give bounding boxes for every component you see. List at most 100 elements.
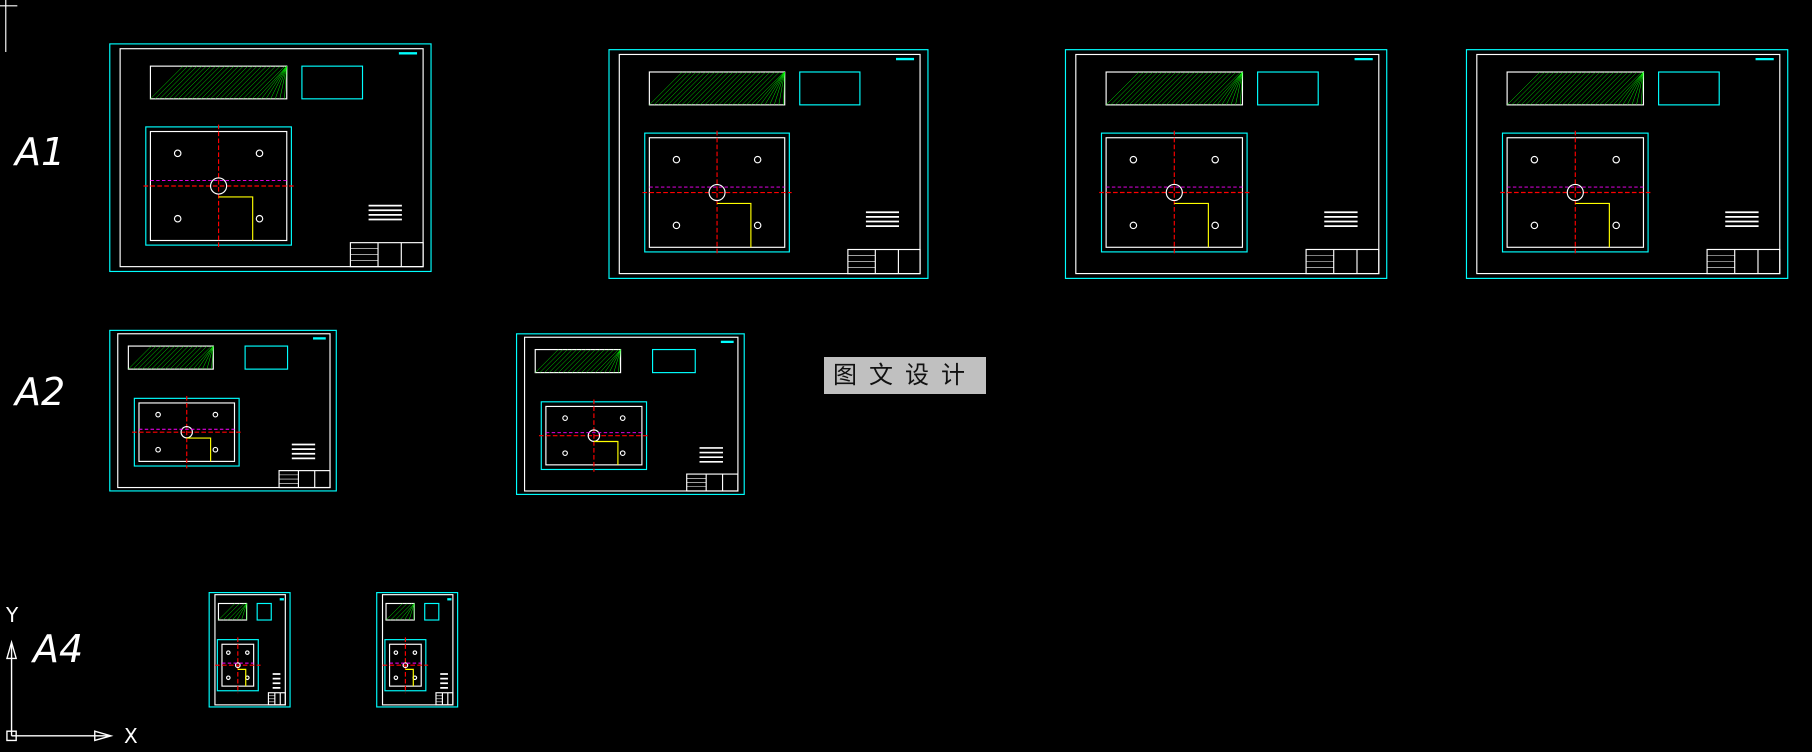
watermark: 图文设计	[824, 357, 986, 394]
section-view	[149, 65, 364, 100]
section-view	[127, 345, 289, 370]
dimension-line	[1174, 202, 1209, 248]
part-drawing-3[interactable]	[109, 329, 337, 492]
side-view	[244, 345, 289, 370]
dimension-line	[717, 202, 752, 248]
hole	[562, 450, 568, 457]
hole	[1211, 155, 1219, 164]
side-view	[424, 602, 440, 621]
hole	[1530, 155, 1539, 164]
section-view	[534, 348, 696, 374]
assembly-drawing-1[interactable]	[1064, 49, 1388, 279]
assembly-drawing-2[interactable]	[1465, 49, 1789, 279]
technical-notes	[291, 443, 316, 460]
hole	[1129, 221, 1138, 230]
sheet-border	[1075, 53, 1380, 275]
hole	[562, 415, 568, 421]
main-view	[215, 637, 261, 694]
title-block	[1305, 248, 1380, 275]
sheet-frame	[109, 43, 432, 273]
part-drawing-4[interactable]	[515, 333, 745, 495]
section-view	[1105, 71, 1319, 106]
sheet-frame	[208, 592, 291, 708]
title-block	[278, 470, 331, 489]
hole	[155, 446, 161, 453]
dimension-line	[186, 437, 212, 462]
side-view	[1257, 71, 1319, 106]
hole	[412, 650, 418, 655]
sheet-frame	[1465, 49, 1789, 279]
dimension-line	[218, 196, 254, 241]
sheet-border	[618, 53, 921, 275]
ucs-y-label: Y	[6, 603, 19, 627]
size-label-a4: A4	[33, 627, 84, 671]
title-block	[267, 692, 286, 706]
hole	[1129, 155, 1138, 164]
crosshair-cursor	[0, 0, 18, 52]
side-view	[301, 65, 364, 100]
center-hole	[1165, 183, 1183, 202]
center-hole	[234, 662, 241, 669]
technical-notes	[1725, 211, 1759, 227]
title-block	[435, 692, 454, 706]
technical-notes	[699, 447, 723, 463]
sheet-frame	[109, 329, 337, 492]
sheet-border	[381, 594, 454, 706]
hole	[672, 155, 681, 164]
hole	[1612, 221, 1620, 230]
sheet-border	[523, 336, 739, 492]
dimension-line	[1575, 202, 1610, 248]
hole	[155, 411, 161, 418]
main-view	[132, 396, 242, 469]
main-view	[1099, 130, 1250, 255]
section-view	[1506, 71, 1720, 106]
main-view	[538, 399, 649, 472]
title-block	[686, 473, 739, 492]
part-drawing-5[interactable]	[208, 592, 291, 708]
hole	[1211, 221, 1219, 230]
sheet-frame	[1064, 49, 1388, 279]
technical-notes	[440, 673, 448, 689]
hole	[212, 446, 219, 453]
main-view	[642, 130, 792, 255]
hole	[226, 650, 231, 655]
part-drawing-6[interactable]	[376, 592, 459, 708]
sheet-border	[119, 48, 424, 268]
hole	[255, 214, 264, 223]
plate-drawing-2[interactable]	[608, 49, 929, 279]
size-label-a1: A1	[15, 130, 66, 174]
hole	[1612, 155, 1620, 164]
center-hole	[209, 177, 228, 195]
center-hole	[1566, 183, 1584, 202]
side-view	[1658, 71, 1720, 106]
sheet-border	[117, 333, 331, 489]
technical-notes	[368, 204, 402, 221]
center-hole	[708, 183, 726, 202]
hole	[753, 221, 762, 230]
side-view	[256, 602, 272, 621]
dimension-line	[405, 668, 414, 687]
hole	[173, 149, 182, 158]
technical-notes	[1324, 211, 1358, 227]
sheet-frame	[376, 592, 459, 708]
side-view	[799, 71, 861, 106]
title-block	[349, 242, 424, 268]
section-view	[385, 602, 440, 621]
ucs-icon	[6, 639, 114, 742]
hole	[245, 650, 250, 655]
hole	[619, 415, 626, 421]
side-view	[651, 348, 696, 374]
ucs-x-label: X	[124, 724, 138, 748]
hole	[173, 214, 182, 223]
technical-notes	[272, 673, 281, 689]
sheet-border	[214, 594, 286, 706]
plate-drawing-1[interactable]	[109, 43, 432, 273]
center-hole	[402, 662, 409, 669]
hole	[255, 149, 264, 158]
section-view	[648, 71, 861, 106]
hole	[753, 155, 762, 164]
size-label-a2: A2	[15, 370, 66, 414]
hole	[226, 675, 231, 681]
hole	[619, 450, 626, 457]
